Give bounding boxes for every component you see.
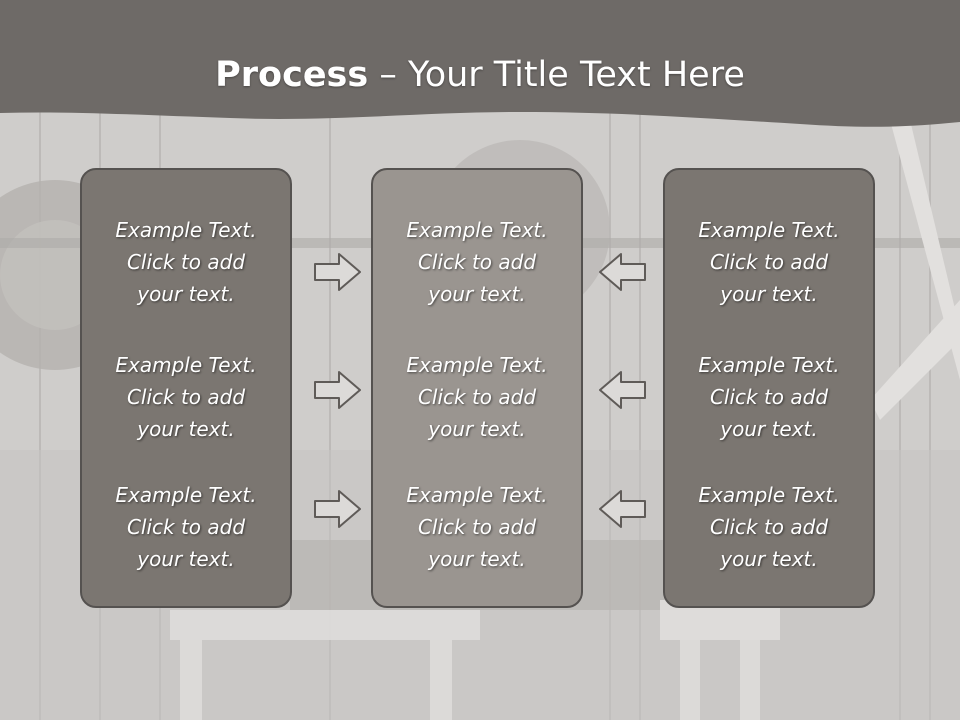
text-line: Example Text. [406, 218, 548, 242]
text-line: your text. [137, 547, 235, 571]
slide-title-rest: – Your Title Text Here [368, 55, 745, 95]
left-arrow-icon [599, 371, 646, 409]
text-line: Example Text. [698, 353, 840, 377]
text-line: Click to add [709, 515, 829, 539]
slide-title-bold: Process [215, 55, 369, 95]
text-line: Example Text. [115, 483, 257, 507]
text-line: Example Text. [115, 218, 257, 242]
text-item[interactable]: Example Text. Click to add your text. [373, 479, 581, 575]
text-item[interactable]: Example Text. Click to add your text. [665, 349, 873, 445]
text-line: Click to add [709, 385, 829, 409]
text-line: your text. [720, 547, 818, 571]
left-arrow-icon [599, 253, 646, 291]
left-arrow-icon [599, 490, 646, 528]
text-line: Example Text. [406, 353, 548, 377]
text-item[interactable]: Example Text. Click to add your text. [82, 479, 290, 575]
text-line: Click to add [126, 515, 246, 539]
process-box-right[interactable]: Example Text. Click to add your text. Ex… [663, 168, 875, 608]
text-line: your text. [720, 282, 818, 306]
text-line: your text. [428, 417, 526, 441]
text-line: Example Text. [698, 483, 840, 507]
text-line: your text. [428, 547, 526, 571]
text-line: Click to add [709, 250, 829, 274]
text-line: Click to add [417, 385, 537, 409]
process-box-left[interactable]: Example Text. Click to add your text. Ex… [80, 168, 292, 608]
text-line: Click to add [126, 250, 246, 274]
text-line: Example Text. [115, 353, 257, 377]
right-arrow-icon [314, 253, 361, 291]
text-item[interactable]: Example Text. Click to add your text. [82, 349, 290, 445]
right-arrow-icon [314, 371, 361, 409]
text-item[interactable]: Example Text. Click to add your text. [82, 214, 290, 310]
text-item[interactable]: Example Text. Click to add your text. [665, 214, 873, 310]
text-line: your text. [137, 282, 235, 306]
text-line: your text. [428, 282, 526, 306]
text-line: Click to add [126, 385, 246, 409]
slide-title[interactable]: Process – Your Title Text Here [0, 52, 960, 98]
text-line: your text. [720, 417, 818, 441]
right-arrow-icon [314, 490, 361, 528]
header-band [0, 0, 960, 127]
text-item[interactable]: Example Text. Click to add your text. [665, 479, 873, 575]
text-line: your text. [137, 417, 235, 441]
process-box-center[interactable]: Example Text. Click to add your text. Ex… [371, 168, 583, 608]
text-line: Example Text. [406, 483, 548, 507]
text-line: Click to add [417, 250, 537, 274]
text-item[interactable]: Example Text. Click to add your text. [373, 349, 581, 445]
text-line: Click to add [417, 515, 537, 539]
text-item[interactable]: Example Text. Click to add your text. [373, 214, 581, 310]
text-line: Example Text. [698, 218, 840, 242]
